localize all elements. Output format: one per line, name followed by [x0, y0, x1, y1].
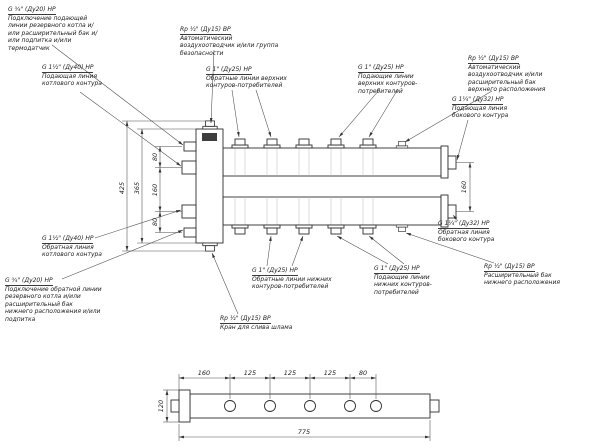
plan-left-flange: [178, 389, 191, 423]
callout-size: G 1" (Ду25) НР: [252, 267, 298, 276]
callout-reserve-boiler-return: G ¾" (Ду20) НР Подключение обратной лини…: [5, 277, 102, 323]
dim-plan-125c: 125: [324, 369, 336, 377]
callout-size: Rp ½" (Ду15) ВР: [220, 315, 271, 324]
callout-desc: Подающая линия бокового контура: [452, 104, 509, 120]
plan-right-cap: [429, 399, 440, 413]
top-small-port: [395, 141, 409, 149]
callout-lower-tank: Rp ½" (Ду15) ВР Расширительный бак нижне…: [484, 263, 579, 287]
dim-front-overall-height: 425: [118, 182, 126, 194]
callout-desc: Кран для слива шлама: [220, 323, 293, 331]
brand-plate: [202, 133, 217, 141]
bottom-port: [295, 224, 313, 235]
callout-upper-supplies: G 1" (Ду25) НР Подающие линии верхних ко…: [358, 64, 440, 95]
bottom-port: [327, 224, 345, 235]
callout-size: G ¾" (Ду20) НР: [8, 6, 56, 15]
callout-air-vent-safety-group: Rp ½" (Ду15) ВР Автоматический воздухоот…: [180, 26, 280, 57]
callout-lower-supplies: G 1" (Ду25) НР Подающие линии нижних кон…: [374, 265, 456, 296]
callout-desc: Подающие линии нижних контуров-потребите…: [374, 273, 432, 296]
dim-front-right-160: 160: [460, 181, 468, 193]
top-port: [295, 138, 313, 149]
callout-side-supply: G 1¼" (Ду32) НР Подающая линия бокового …: [452, 96, 518, 120]
plan-left-knob: [170, 399, 180, 413]
callout-boiler-return: G 1½" (Ду40) НР Обратная линия котлового…: [42, 235, 108, 259]
top-port: [327, 138, 345, 149]
left-nipple-du20-top: [183, 141, 197, 152]
top-port: [359, 138, 377, 149]
right-nipple-upper: [447, 155, 457, 170]
callout-desc: Обратные линии верхних контуров-потребит…: [206, 74, 287, 90]
dim-front-chain-80b: 80: [151, 218, 159, 226]
callout-desc: Обратная линия котлового контура: [42, 243, 102, 259]
dim-plan-height: 120: [157, 400, 165, 412]
dim-front-body-height: 365: [133, 182, 141, 194]
left-nipple-du40-supply: [181, 160, 197, 175]
callout-size: Rp ½" (Ду15) ВР: [180, 26, 231, 35]
bottom-port: [263, 224, 281, 235]
callout-lower-returns: G 1" (Ду25) НР Обратные линии нижних кон…: [252, 267, 334, 291]
top-port: [231, 138, 249, 149]
dim-front-chain-80a: 80: [151, 153, 159, 161]
dim-plan-125b: 125: [284, 369, 296, 377]
top-port: [263, 138, 281, 149]
dim-front-chain-160: 160: [151, 184, 159, 196]
plan-view: [170, 389, 440, 423]
callout-size: G 1¼" (Ду32) НР: [452, 96, 504, 105]
callout-boiler-supply: G 1½" (Ду40) НР Подающая линия котлового…: [42, 64, 106, 88]
callout-desc: Автоматический воздухоотводчик и/или рас…: [468, 63, 546, 94]
drain-port: [202, 242, 218, 252]
safety-port: [202, 120, 218, 130]
dim-plan-125a: 125: [244, 369, 256, 377]
callout-size: G ¾" (Ду20) НР: [5, 277, 53, 286]
plan-port: [264, 400, 276, 412]
callout-drain-valve: Rp ½" (Ду15) ВР Кран для слива шлама: [220, 315, 296, 331]
plan-port: [344, 400, 356, 412]
left-nipple-du20-bottom: [183, 227, 197, 238]
left-nipple-du40-return: [181, 204, 197, 219]
leader-lines: [51, 44, 495, 315]
plan-port: [370, 400, 382, 412]
callout-air-vent-upper-tank: Rp ½" (Ду15) ВР Автоматический воздухоот…: [468, 55, 563, 94]
plan-port: [224, 400, 236, 412]
callout-desc: Подключение подающей линии резервного ко…: [8, 14, 98, 52]
dimension-texts: 425 365 80 160 80 160 160 125 125 125 80…: [118, 153, 468, 436]
right-cap-upper: [440, 145, 449, 179]
callout-desc: Подключение обратной линии резервного ко…: [5, 285, 102, 323]
lower-chamber: [222, 196, 442, 226]
bottom-small-port: [395, 224, 409, 232]
plan-port: [304, 400, 316, 412]
callout-desc: Подающие линии верхних контуров-потребит…: [358, 72, 418, 95]
bottom-port: [359, 224, 377, 235]
right-nipple-lower: [447, 204, 457, 219]
dimension-lines: [122, 120, 474, 441]
separator-body: [195, 128, 224, 244]
upper-chamber: [222, 147, 442, 177]
callout-desc: Автоматический воздухоотводчик и/или гру…: [180, 34, 279, 57]
dim-plan-total: 775: [298, 428, 310, 436]
callout-size: Rp ½" (Ду15) ВР: [468, 55, 519, 64]
callout-size: G 1¼" (Ду32) НР: [438, 220, 490, 229]
callout-size: G 1" (Ду25) НР: [206, 66, 252, 75]
callout-size: G 1½" (Ду40) НР: [42, 235, 94, 244]
callout-size: G 1½" (Ду40) НР: [42, 64, 94, 73]
dim-plan-160: 160: [198, 369, 210, 377]
callout-size: Rp ½" (Ду15) ВР: [484, 263, 535, 272]
bottom-port: [231, 224, 249, 235]
callout-side-return: G 1¼" (Ду32) НР Обратная линия бокового …: [438, 220, 504, 244]
callout-size: G 1" (Ду25) НР: [374, 265, 420, 274]
callout-reserve-boiler-supply: G ¾" (Ду20) НР Подключение подающей лини…: [8, 6, 100, 52]
callout-upper-returns: G 1" (Ду25) НР Обратные линии верхних ко…: [206, 66, 288, 90]
callout-desc: Расширительный бак нижнего расположения: [484, 271, 560, 287]
dim-plan-80: 80: [359, 369, 367, 377]
front-view: [181, 120, 457, 252]
callout-desc: Подающая линия котлового контура: [42, 72, 102, 88]
callout-size: G 1" (Ду25) НР: [358, 64, 404, 73]
callout-desc: Обратные линии нижних контуров-потребите…: [252, 275, 332, 291]
callout-desc: Обратная линия бокового контура: [438, 228, 495, 244]
